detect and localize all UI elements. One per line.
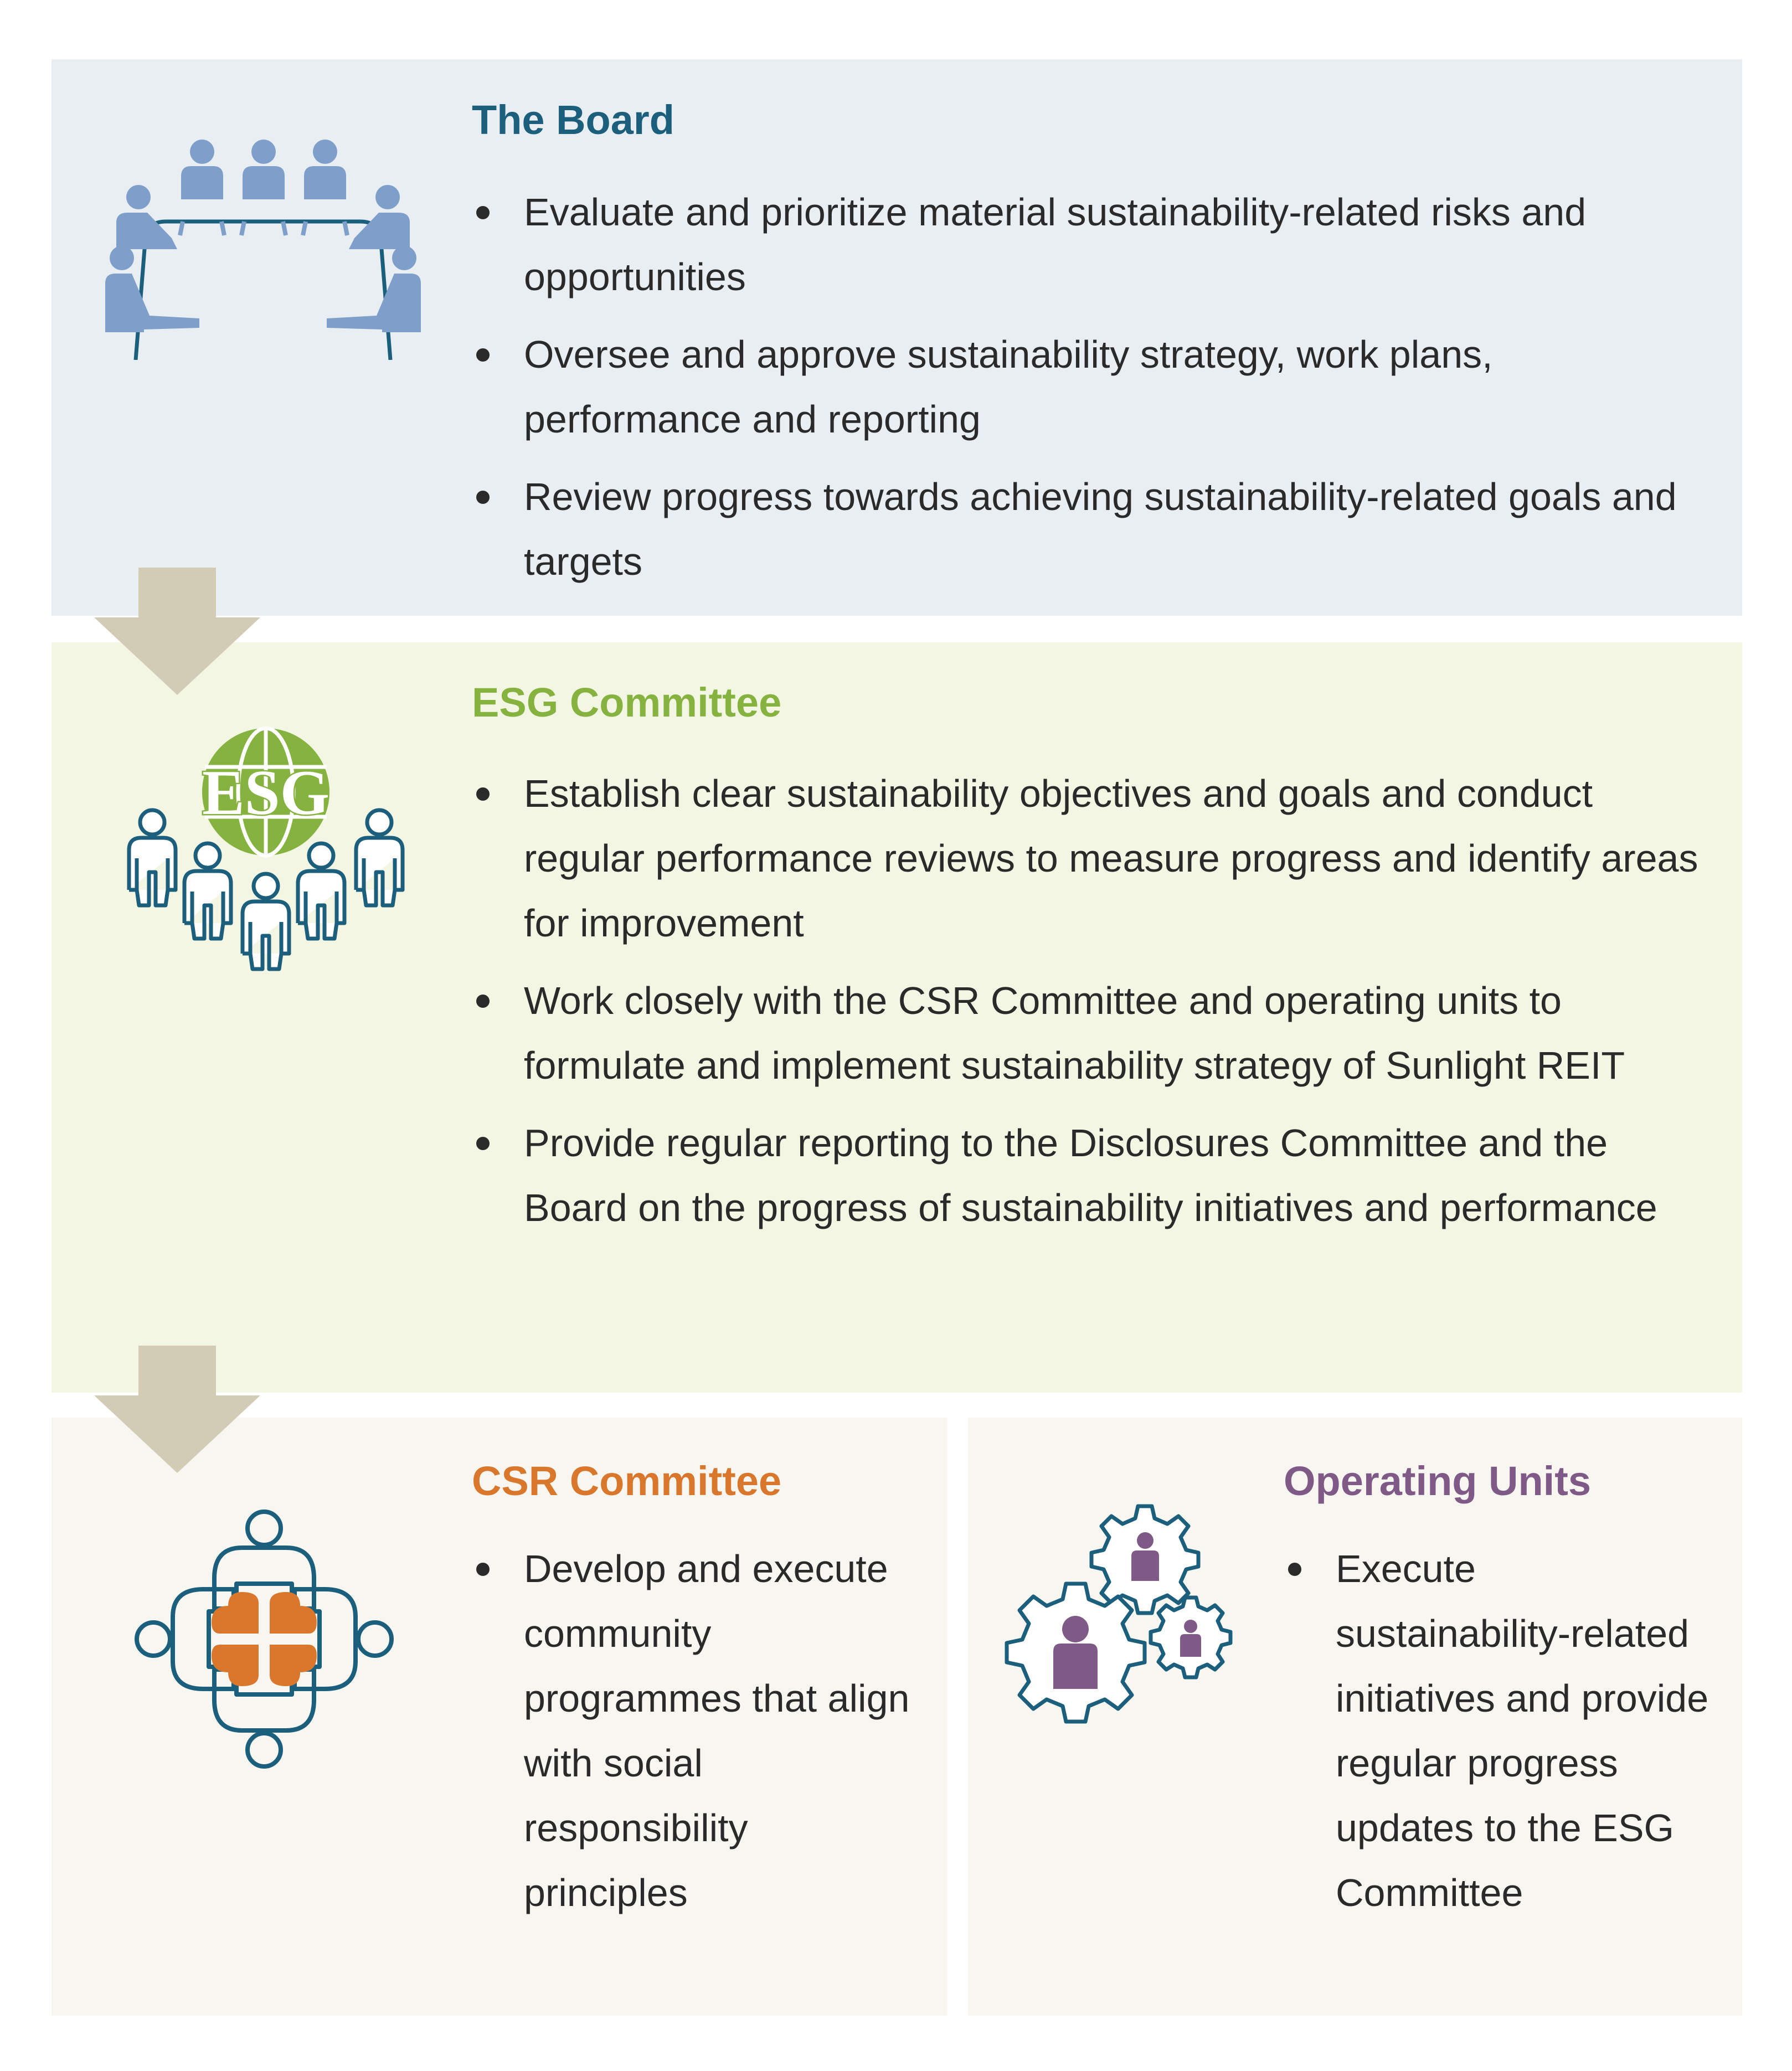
list-item: Oversee and approve sustainability strat… — [472, 322, 1712, 452]
csr-committee-panel — [52, 1418, 947, 2016]
esg-committee-responsibilities: Establish clear sustainability objective… — [472, 761, 1712, 1253]
operating-units-title: Operating Units — [1284, 1458, 1592, 1504]
esg-committee-title: ESG Committee — [472, 679, 782, 725]
down-arrow-icon — [94, 568, 260, 695]
heart-icon — [212, 1592, 317, 1686]
boardroom-meeting-icon — [105, 140, 421, 360]
list-item: Execute sustainability-related initiativ… — [1284, 1537, 1716, 1925]
csr-committee-responsibilities: Develop and execute community programmes… — [472, 1537, 915, 1938]
list-item: Establish clear sustainability objective… — [472, 761, 1712, 956]
list-item: Develop and execute community programmes… — [472, 1537, 915, 1925]
csr-committee-title: CSR Committee — [472, 1458, 782, 1504]
board-title: The Board — [472, 97, 674, 143]
esg-globe-team-icon: ESG — [125, 726, 407, 980]
operating-units-panel — [968, 1418, 1742, 2016]
list-item: Work closely with the CSR Committee and … — [472, 968, 1712, 1098]
list-item: Provide regular reporting to the Disclos… — [472, 1111, 1712, 1240]
globe-icon: ESG — [200, 726, 331, 858]
list-item: Evaluate and prioritize material sustain… — [472, 180, 1712, 310]
operating-units-responsibilities: Execute sustainability-related initiativ… — [1284, 1537, 1716, 1938]
list-item: Review progress towards achieving sustai… — [472, 465, 1712, 594]
esg-committee-panel — [52, 642, 1742, 1393]
community-heart-icon — [135, 1510, 394, 1769]
board-responsibilities: Evaluate and prioritize material sustain… — [472, 180, 1712, 607]
down-arrow-icon — [94, 1346, 260, 1473]
globe-label: ESG — [202, 758, 329, 828]
gears-people-icon — [1005, 1504, 1233, 1724]
